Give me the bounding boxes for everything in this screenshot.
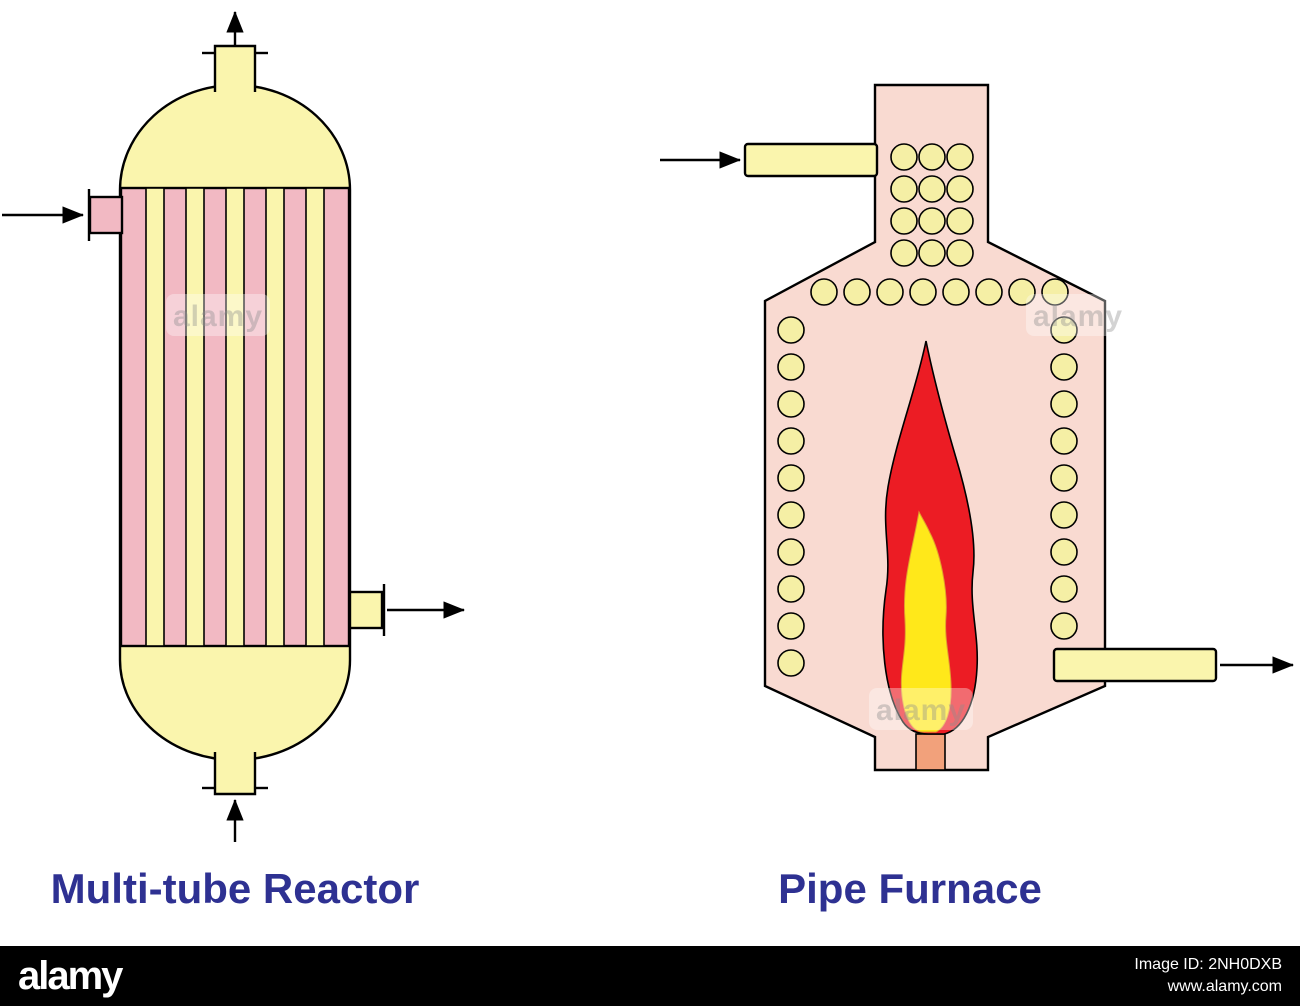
reactor-tubes	[145, 187, 325, 647]
tube-circle	[876, 278, 904, 306]
reactor-side-inlet-pipe	[88, 195, 124, 235]
reactor-side-outlet-pipe	[348, 590, 384, 630]
furnace-tube-bank	[777, 143, 1078, 677]
furnace-caption: Pipe Furnace	[778, 865, 1042, 912]
tube-circle	[975, 278, 1003, 306]
tube-circle	[1050, 575, 1078, 603]
tube-circle	[909, 278, 937, 306]
tube-circle	[918, 207, 946, 235]
tube-circle	[946, 207, 974, 235]
tube-circle	[1050, 427, 1078, 455]
reactor-tube	[265, 187, 285, 647]
website-url-text: www.alamy.com	[1167, 978, 1282, 995]
tube-circle	[810, 278, 838, 306]
furnace-inlet-pipe	[743, 142, 879, 178]
alamy-watermark: alamy	[869, 688, 973, 730]
reactor-tube	[185, 187, 205, 647]
tube-circle	[890, 175, 918, 203]
footer-bar: alamy Image ID: 2NH0DXB www.alamy.com	[0, 946, 1300, 1006]
tube-circle	[843, 278, 871, 306]
furnace-outlet-pipe	[1052, 647, 1218, 683]
reactor-tube	[305, 187, 325, 647]
alamy-logo: alamy	[18, 954, 123, 998]
alamy-watermark: alamy	[1026, 294, 1130, 336]
tube-circle	[918, 143, 946, 171]
reactor-caption: Multi-tube Reactor	[51, 865, 420, 912]
tube-circle	[918, 239, 946, 267]
flame-inner	[900, 510, 952, 733]
tube-circle	[918, 175, 946, 203]
watermark-box	[1026, 294, 1130, 336]
reactor-tube	[225, 187, 245, 647]
tube-circle	[777, 649, 805, 677]
process-equipment-diagram: Multi-tube Reactor	[2, 10, 1295, 912]
tube-circle	[777, 538, 805, 566]
watermark-box	[166, 294, 270, 336]
tube-circle	[1050, 353, 1078, 381]
tube-circle	[1041, 278, 1069, 306]
alamy-watermark: alamy	[166, 294, 270, 336]
tube-circle	[777, 316, 805, 344]
tube-circle	[946, 175, 974, 203]
tube-circle	[942, 278, 970, 306]
tube-circle	[777, 353, 805, 381]
tube-circle	[777, 390, 805, 418]
reactor-bottom-nozzle	[213, 752, 257, 796]
tube-circle	[1050, 316, 1078, 344]
tube-circle	[890, 207, 918, 235]
watermark-text: alamy	[1033, 300, 1123, 333]
tube-circle	[1050, 464, 1078, 492]
tube-circle	[890, 143, 918, 171]
tube-circle	[1008, 278, 1036, 306]
tube-circle	[1050, 390, 1078, 418]
tube-circle	[1050, 501, 1078, 529]
watermark-text: alamy	[876, 694, 966, 727]
reactor-top-nozzle	[213, 44, 257, 92]
image-id-text: Image ID: 2NH0DXB	[1134, 955, 1282, 973]
reactor-tube	[145, 187, 165, 647]
tube-circle	[777, 501, 805, 529]
tube-circle	[777, 464, 805, 492]
watermark-text: alamy	[173, 300, 263, 333]
tube-circle	[1050, 612, 1078, 640]
pipe-furnace-diagram: Pipe Furnace	[660, 83, 1295, 912]
tube-circle	[946, 143, 974, 171]
tube-circle	[777, 612, 805, 640]
watermark-box	[869, 688, 973, 730]
watermarks: alamy alamy alamy	[166, 294, 1130, 730]
burner	[915, 733, 946, 771]
multi-tube-reactor-diagram: Multi-tube Reactor	[2, 10, 466, 912]
tube-circle	[777, 427, 805, 455]
tube-circle	[777, 575, 805, 603]
tube-circle	[890, 239, 918, 267]
tube-circle	[946, 239, 974, 267]
tube-circle	[1050, 538, 1078, 566]
footer-info: Image ID: 2NH0DXB www.alamy.com	[1134, 954, 1282, 999]
